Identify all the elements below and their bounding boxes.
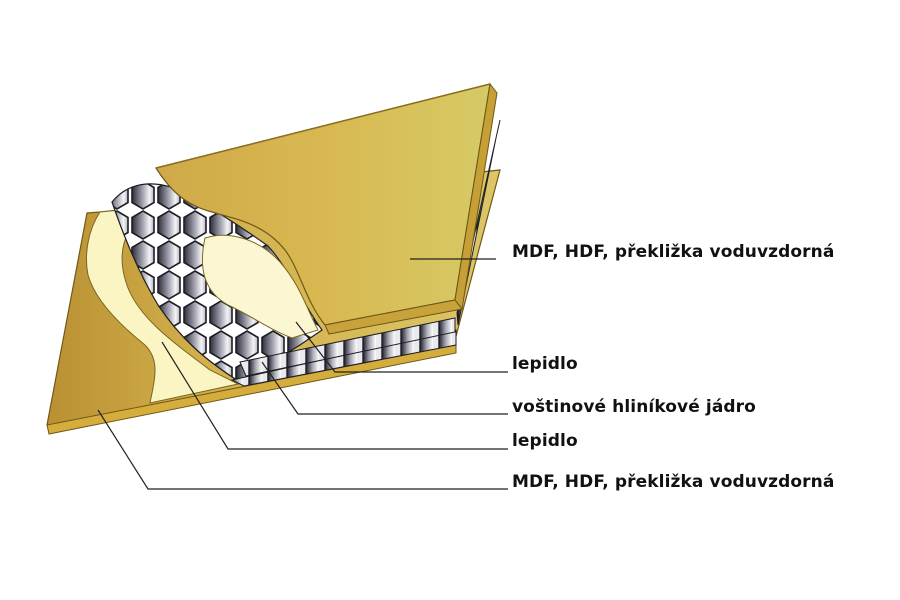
top-board-layer bbox=[155, 82, 498, 335]
label-bottom-adhesive: lepidlo bbox=[512, 431, 578, 451]
leader-bottom-board bbox=[97, 409, 508, 490]
label-bottom-board: MDF, HDF, překližka voduvzdorná bbox=[512, 472, 835, 492]
leader-lines bbox=[97, 258, 508, 490]
leader-core bbox=[261, 361, 508, 415]
label-top-board: MDF, HDF, překližka voduvzdorná bbox=[512, 242, 835, 262]
leader-top-adhesive bbox=[295, 321, 508, 373]
leader-bottom-adhesive bbox=[161, 341, 508, 450]
label-top-adhesive: lepidlo bbox=[512, 354, 578, 374]
bottom-adhesive-layer bbox=[86, 206, 240, 404]
label-honeycomb-core: voštinové hliníkové jádro bbox=[512, 397, 756, 417]
